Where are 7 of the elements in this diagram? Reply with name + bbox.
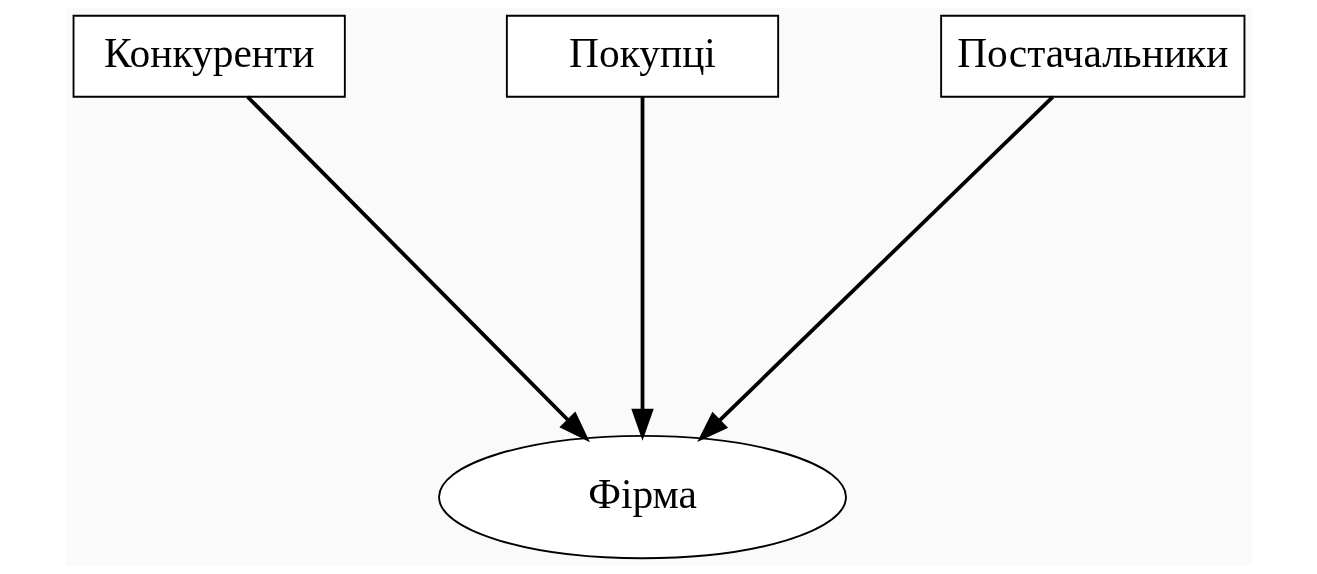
node-box: Покупці [505, 14, 779, 98]
node-ellipse: Фірма [437, 434, 847, 560]
arrow [696, 95, 1054, 443]
arrow [245, 95, 590, 443]
node-box: Конкуренти [72, 14, 346, 98]
node-box: Постачальники [939, 14, 1245, 98]
arrow [630, 96, 654, 441]
